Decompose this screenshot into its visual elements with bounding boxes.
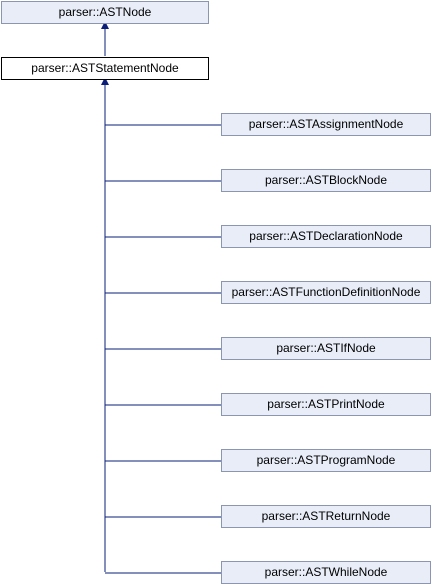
node-derived-class[interactable]: parser::ASTFunctionDefinitionNode (221, 281, 431, 304)
edge-branches (105, 124, 221, 574)
node-derived-class[interactable]: parser::ASTBlockNode (221, 169, 431, 192)
node-derived-class[interactable]: parser::ASTAssignmentNode (221, 113, 431, 136)
node-derived-class[interactable]: parser::ASTPrintNode (221, 393, 431, 416)
node-derived-class[interactable]: parser::ASTWhileNode (221, 561, 431, 584)
node-base-class[interactable]: parser::ASTNode (1, 1, 209, 24)
node-derived-class[interactable]: parser::ASTIfNode (221, 337, 431, 360)
node-derived-class[interactable]: parser::ASTDeclarationNode (221, 225, 431, 248)
node-derived-class[interactable]: parser::ASTReturnNode (221, 505, 431, 528)
node-current-class: parser::ASTStatementNode (1, 57, 209, 80)
node-derived-class[interactable]: parser::ASTProgramNode (221, 449, 431, 472)
